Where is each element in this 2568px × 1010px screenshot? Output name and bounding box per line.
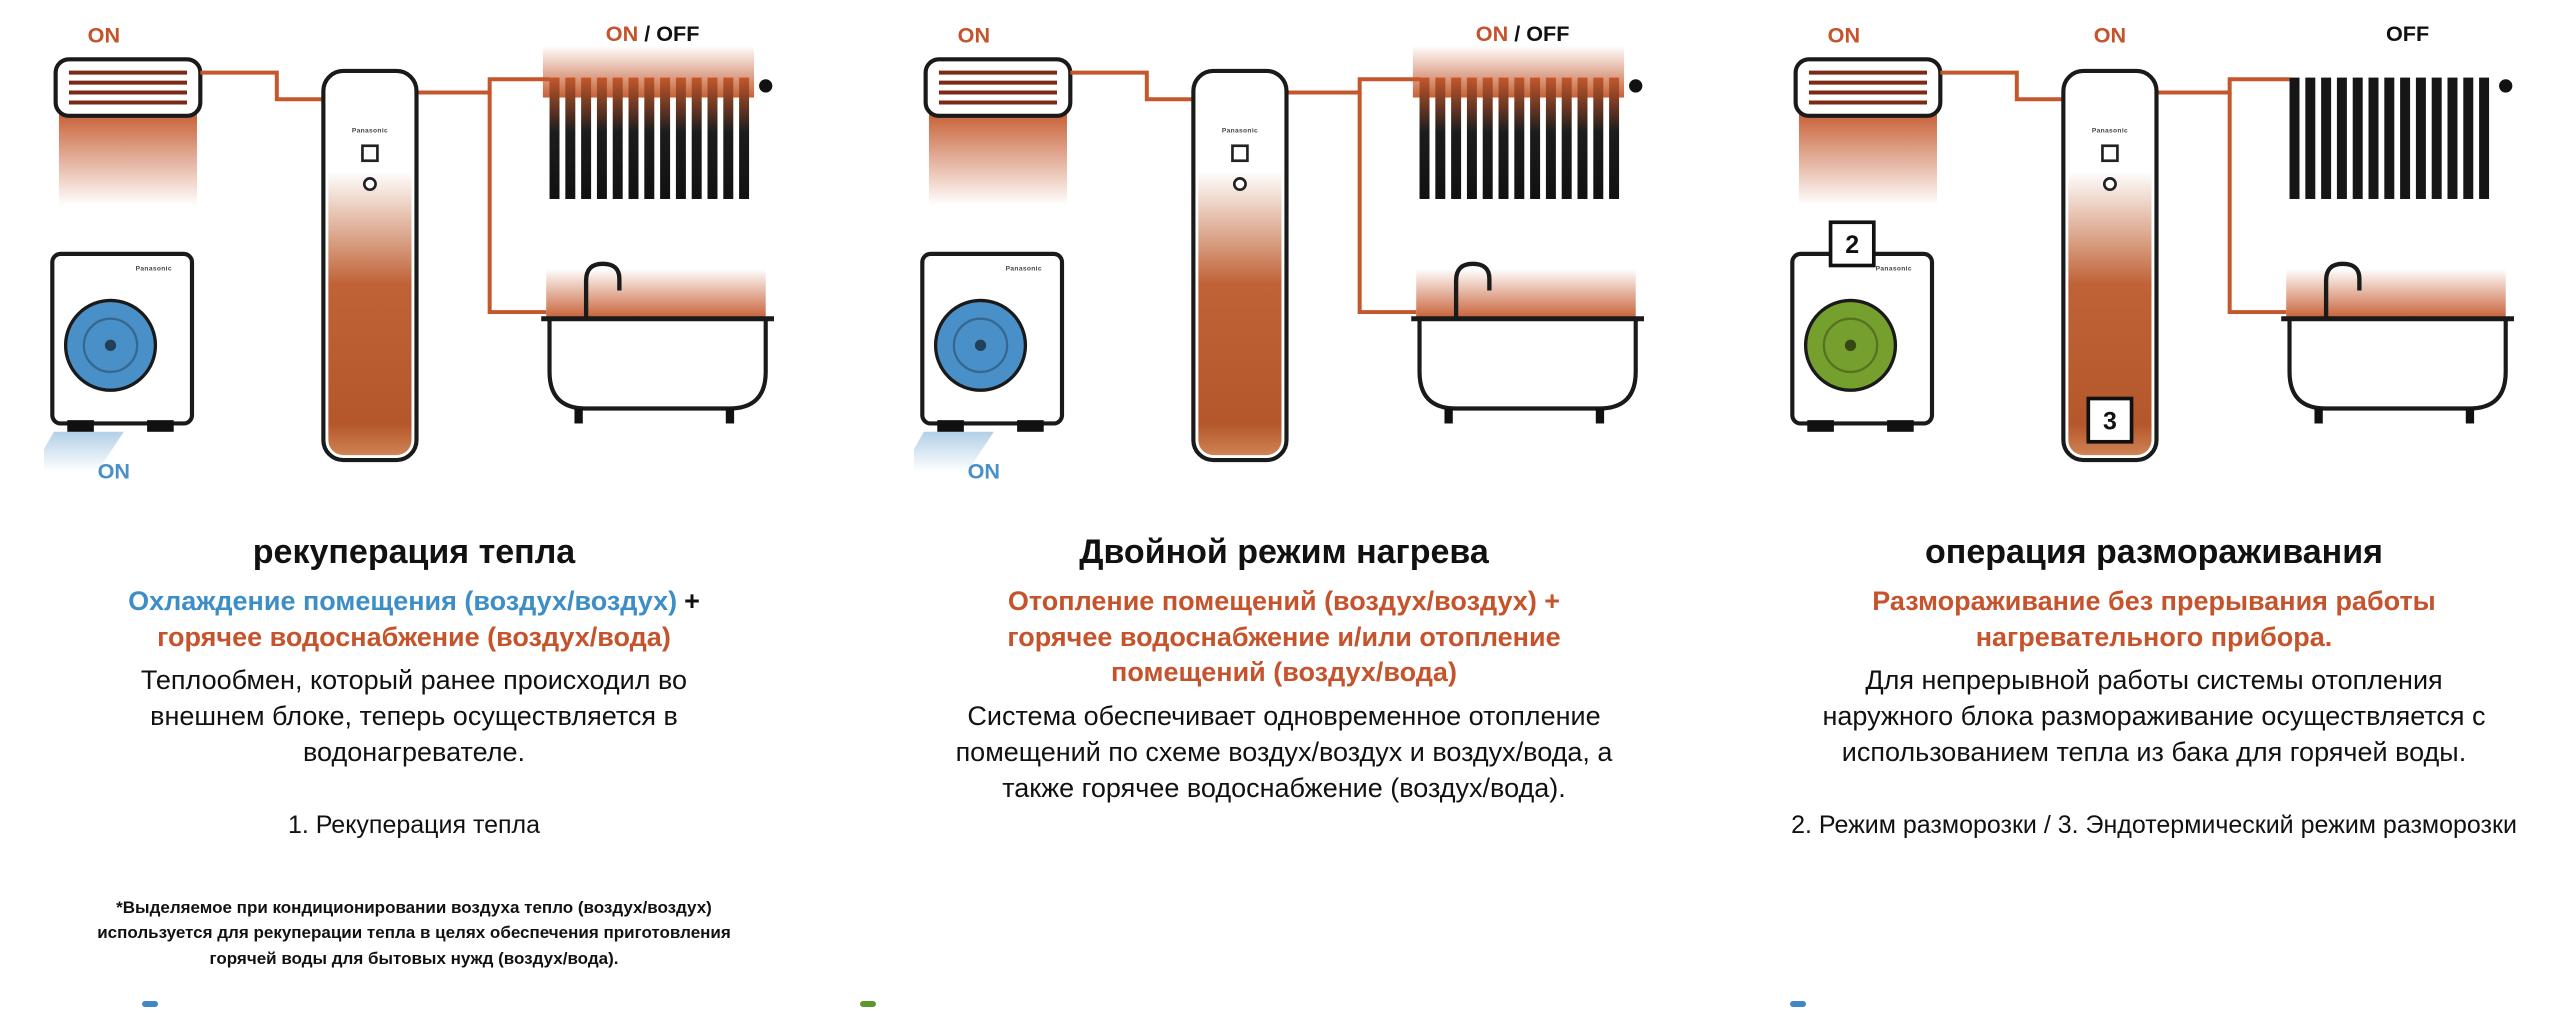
tank-display: [1231, 144, 1249, 163]
subtitle-hot-water: горячее водоснабжение (воздух/вода): [157, 621, 671, 652]
panel-legend: 1. Рекуперация тепла: [287, 810, 541, 839]
warm-air-flow: [1798, 112, 1937, 206]
indoor-ac-unit: ON: [53, 23, 203, 206]
ac-on-label: ON: [958, 23, 990, 48]
panel-title: рекуперация тепла: [252, 533, 576, 571]
faucet-icon: [2323, 261, 2362, 319]
outdoor-brand: Panasonic: [136, 265, 172, 272]
outdoor-on-label: ON: [968, 458, 1000, 483]
bathtub: [2281, 261, 2515, 424]
indoor-ac-unit: ON: [1793, 23, 1943, 206]
radiator-bars: [2289, 77, 2490, 199]
radiator: ON / OFF: [542, 21, 773, 199]
hot-water-glow: [546, 268, 766, 319]
panel-body: Для непрерывной работы системы отопления…: [1822, 665, 2486, 768]
tank-brand: Panasonic: [2092, 127, 2128, 134]
radiator-valve: [2499, 79, 2513, 93]
panel-dual-mode-heating: ON Panasonic: [884, 16, 1684, 971]
pipes: [1940, 70, 2290, 315]
outdoor-on-label: ON: [98, 458, 130, 483]
panel-title: Двойной режим нагрева: [1079, 533, 1489, 571]
panel-defrost-operation: ON ON Panasonic: [1754, 16, 2554, 971]
indoor-ac-unit: ON: [923, 23, 1073, 206]
panel-footnote: *Выделяемое при кондиционировании воздух…: [97, 897, 731, 968]
outdoor-badge-number: 2: [1845, 231, 1859, 259]
outdoor-unit: Panasonic 2: [1790, 220, 1935, 432]
warm-air-flow: [58, 112, 197, 206]
bathtub: [1411, 261, 1645, 424]
pipes: [1070, 70, 1420, 315]
pipes: [200, 70, 550, 315]
cutoff-mark: [860, 1001, 876, 1007]
water-tank: Panasonic: [1191, 68, 1289, 463]
subtitle-plus: +: [684, 586, 700, 616]
tank-display: [361, 144, 379, 163]
panels-row: ON Panasonic: [14, 16, 2554, 971]
panel-title: операция размораживания: [1925, 533, 2383, 571]
ac-louvers: [938, 70, 1058, 105]
panel-legend: 2. Режим разморозки / 3. Эндотермический…: [1791, 810, 2517, 839]
hot-water-glow: [1416, 268, 1636, 319]
radiator-state-label: ON / OFF: [1476, 21, 1570, 46]
water-tank: ON Panasonic 3: [2061, 23, 2159, 463]
diagram-dual-mode-heating: ON Panasonic: [914, 21, 1645, 483]
outdoor-badge-box: [1828, 220, 1876, 268]
outdoor-brand: Panasonic: [1876, 265, 1912, 272]
radiator-valve: [1629, 79, 1643, 93]
panel-subtitle: Охлаждение помещения (воздух/воздух)+ гор…: [128, 584, 700, 655]
diagram-heat-recovery: ON Panasonic: [44, 21, 775, 483]
outdoor-unit: Panasonic ON: [44, 251, 195, 483]
panel-heat-recovery: ON Panasonic: [14, 16, 814, 971]
ac-louvers: [68, 70, 188, 105]
warm-air-flow: [928, 112, 1067, 206]
diagram-defrost-operation: ON ON Panasonic: [1790, 21, 2515, 463]
tank-dial: [362, 177, 377, 192]
outdoor-unit: Panasonic ON: [914, 251, 1065, 483]
cutoff-mark: [142, 1001, 158, 1007]
radiator-state-label: OFF: [2386, 21, 2429, 46]
radiator-bars: [1419, 77, 1620, 199]
cutoff-mark: [1790, 1001, 1806, 1007]
bathtub: [541, 261, 775, 424]
tank-brand: Panasonic: [352, 127, 388, 134]
faucet-icon: [1453, 261, 1492, 319]
water-tank: Panasonic: [321, 68, 419, 463]
tank-on-label: ON: [2094, 23, 2126, 48]
outdoor-brand: Panasonic: [1006, 265, 1042, 272]
tank-heat-fill: [1198, 75, 1282, 456]
tank-dial: [2102, 177, 2117, 192]
tank-heat-fill: [2068, 75, 2152, 456]
radiator-state-label: ON / OFF: [606, 21, 700, 46]
panel-subtitle: Отопление помещений (воздух/воздух) + го…: [1007, 586, 1561, 688]
tank-dial: [1232, 177, 1247, 192]
radiator-bars: [549, 77, 750, 199]
panel-body: Теплообмен, который ранее происходил во …: [140, 665, 688, 768]
hot-water-glow: [2286, 268, 2506, 319]
ac-louvers: [1808, 70, 1928, 105]
panel-subtitle: Размораживание без прерывания работы наг…: [1872, 586, 2436, 652]
radiator: OFF: [2289, 21, 2513, 199]
radiator-valve: [759, 79, 773, 93]
tank-heat-fill: [328, 75, 412, 456]
subtitle-cooling: Охлаждение помещения (воздух/воздух): [128, 586, 678, 616]
faucet-icon: [583, 261, 622, 319]
tank-badge-box: [2086, 396, 2134, 444]
tank-badge-number: 3: [2103, 407, 2117, 435]
cold-air-flow: [44, 431, 124, 472]
radiator: ON / OFF: [1412, 21, 1643, 199]
tank-brand: Panasonic: [1222, 127, 1258, 134]
tank-display: [2101, 144, 2119, 163]
ac-on-label: ON: [88, 23, 120, 48]
ac-on-label: ON: [1828, 23, 1860, 48]
panel-body: Система обеспечивает одновременное отопл…: [955, 700, 1613, 803]
